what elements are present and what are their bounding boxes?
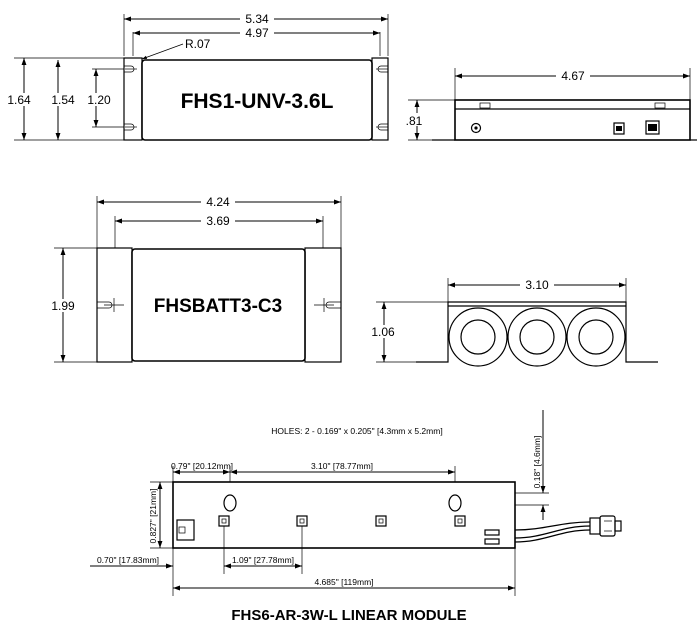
svg-text:1.54: 1.54 [51, 93, 75, 107]
svg-text:4.67: 4.67 [561, 69, 585, 83]
dim-mount-length: 4.97 [133, 26, 380, 40]
dim-5-34: 5.34 [245, 12, 269, 26]
dim-body-height: 1.54 [48, 60, 78, 140]
svg-text:1.64: 1.64 [7, 93, 31, 107]
dim-battery-height: 1.99 [46, 248, 80, 362]
holes-note: HOLES: 2 - 0.169" x 0.205" [4.3mm x 5.2m… [271, 426, 442, 436]
svg-text:1.06: 1.06 [371, 325, 395, 339]
dim-radius: R.07 [185, 37, 211, 51]
battery-side-view: 3.10 1.06 [366, 278, 658, 367]
svg-text:3.69: 3.69 [206, 214, 230, 228]
battery-cells [448, 307, 626, 367]
dim-module-length: 4.685" [119mm] [314, 577, 373, 587]
dim-module-width: 0.827" [21mm] [148, 489, 158, 544]
dim-4-97: 4.97 [245, 26, 269, 40]
dim-battery-side-length: 3.10 [448, 278, 626, 292]
svg-text:4.24: 4.24 [206, 195, 230, 209]
dim-side-length: 4.67 [455, 69, 690, 83]
battery-label: FHSBATT3-C3 [154, 296, 282, 317]
dim-hole-offset: 0.18" [4.6mm] [532, 436, 542, 489]
module-caption: FHS6-AR-3W-L LINEAR MODULE [231, 607, 466, 624]
svg-text:1.99: 1.99 [51, 299, 75, 313]
dim-led-pitch: 1.09" [27.78mm] [232, 555, 294, 565]
battery-top-view: 4.24 3.69 FHSBATT3-C3 1.99 [46, 195, 342, 363]
svg-text:1.20: 1.20 [87, 93, 111, 107]
svg-text:.81: .81 [406, 114, 423, 128]
svg-text:3.10: 3.10 [525, 278, 549, 292]
dim-hole-from-left: 0.79" [20.12mm] [171, 461, 233, 471]
dim-hole-spacing: 3.10" [78.77mm] [311, 461, 373, 471]
dim-battery-side-height: 1.06 [366, 302, 400, 362]
dim-slot-spacing: 1.20 [84, 69, 114, 127]
dim-side-height: .81 [402, 100, 426, 140]
ballast-side-view: 4.67 .81 [402, 68, 697, 141]
dim-battery-body-length: 3.69 [115, 214, 323, 228]
ballast-top-view: 5.34 4.97 R.07 FHS1-UNV-3.6L 1 [4, 12, 389, 141]
dim-overall-height: 1.64 [4, 58, 34, 140]
dim-battery-length: 4.24 [97, 195, 341, 209]
linear-module-view: HOLES: 2 - 0.169" x 0.205" [4.3mm x 5.2m… [90, 410, 622, 624]
dim-led-from-left: 0.70" [17.83mm] [97, 555, 159, 565]
dim-overall-length: 5.34 [124, 12, 388, 26]
ballast-label: FHS1-UNV-3.6L [181, 90, 334, 113]
